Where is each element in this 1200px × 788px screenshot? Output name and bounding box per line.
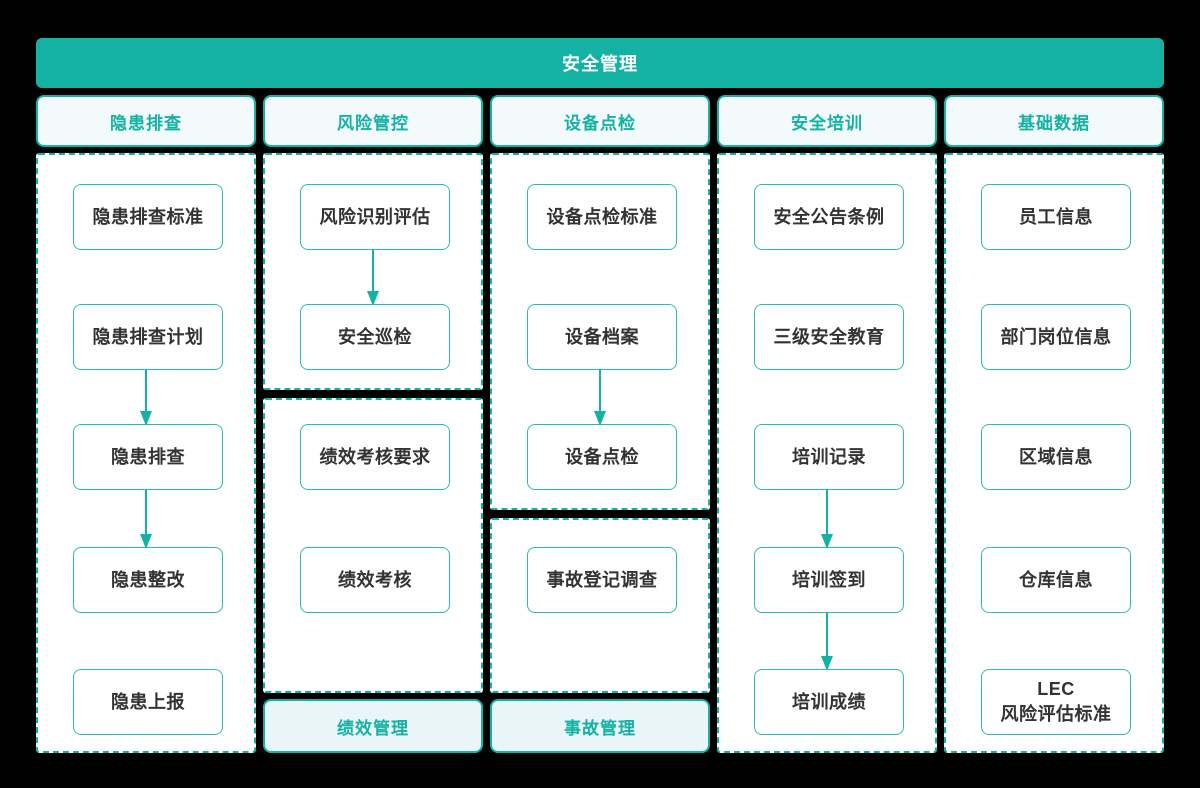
node-department-position-info: 部门岗位信息 [981,304,1131,370]
node-lec-risk-standard: LEC 风险评估标准 [981,669,1131,735]
column-header-base-data: 基础数据 [944,95,1164,147]
node-risk-identification-assessment: 风险识别评估 [300,184,450,250]
node-accident-registration-investigation: 事故登记调查 [527,547,677,613]
column-hazard-inspection: 隐患排查 隐患排查标准 隐患排查计划 隐患排查 隐患整改 隐患上报 [36,0,256,788]
group-equipment-check: 设备点检标准 设备档案 设备点检 [490,153,710,510]
column-equipment-check: 设备点检 设备点检标准 设备档案 设备点检 事故登记调查 事故管理 [490,0,710,788]
node-training-record: 培训记录 [754,424,904,490]
column-risk-control: 风险管控 风险识别评估 安全巡检 绩效考核要求 绩效考核 绩效管理 [263,0,483,788]
node-training-score: 培训成绩 [754,669,904,735]
arrow-down-icon [826,490,828,547]
diagram-title-bar: 安全管理 [36,38,1164,88]
node-equipment-check-standard: 设备点检标准 [527,184,677,250]
group-base-data: 员工信息 部门岗位信息 区域信息 仓库信息 LEC 风险评估标准 [944,153,1164,753]
group-accident: 事故登记调查 [490,518,710,693]
node-hazard-check: 隐患排查 [73,424,223,490]
arrow-down-icon [826,613,828,669]
node-hazard-check-standard: 隐患排查标准 [73,184,223,250]
arrow-down-icon [145,490,147,547]
arrow-down-icon [599,370,601,424]
node-training-signin: 培训签到 [754,547,904,613]
column-header-safety-training: 安全培训 [717,95,937,147]
column-header-risk-control: 风险管控 [263,95,483,147]
node-performance-assessment: 绩效考核 [300,547,450,613]
column-base-data: 基础数据 员工信息 部门岗位信息 区域信息 仓库信息 LEC 风险评估标准 [944,0,1164,788]
node-hazard-report: 隐患上报 [73,669,223,735]
footer-performance-management: 绩效管理 [263,699,483,753]
diagram-title: 安全管理 [562,54,638,74]
node-area-info: 区域信息 [981,424,1131,490]
node-employee-info: 员工信息 [981,184,1131,250]
column-safety-training: 安全培训 安全公告条例 三级安全教育 培训记录 培训签到 培训成绩 [717,0,937,788]
node-safety-patrol: 安全巡检 [300,304,450,370]
group-hazard-inspection: 隐患排查标准 隐患排查计划 隐患排查 隐患整改 隐患上报 [36,153,256,753]
group-safety-training: 安全公告条例 三级安全教育 培训记录 培训签到 培训成绩 [717,153,937,753]
node-equipment-check: 设备点检 [527,424,677,490]
column-header-hazard-inspection: 隐患排查 [36,95,256,147]
node-equipment-archive: 设备档案 [527,304,677,370]
node-warehouse-info: 仓库信息 [981,547,1131,613]
arrow-down-icon [145,370,147,424]
footer-accident-management: 事故管理 [490,699,710,753]
node-performance-assessment-requirement: 绩效考核要求 [300,424,450,490]
node-three-level-safety-education: 三级安全教育 [754,304,904,370]
node-hazard-check-plan: 隐患排查计划 [73,304,223,370]
arrow-down-icon [372,250,374,304]
group-performance: 绩效考核要求 绩效考核 [263,398,483,693]
node-hazard-rectification: 隐患整改 [73,547,223,613]
node-safety-announcement-regulation: 安全公告条例 [754,184,904,250]
group-risk-control: 风险识别评估 安全巡检 [263,153,483,390]
column-header-equipment-check: 设备点检 [490,95,710,147]
